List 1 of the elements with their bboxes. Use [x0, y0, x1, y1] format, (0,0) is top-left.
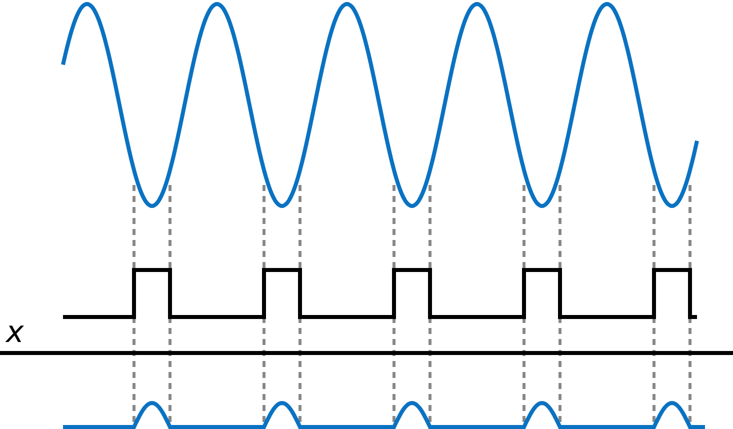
operator-label: x — [6, 318, 24, 348]
